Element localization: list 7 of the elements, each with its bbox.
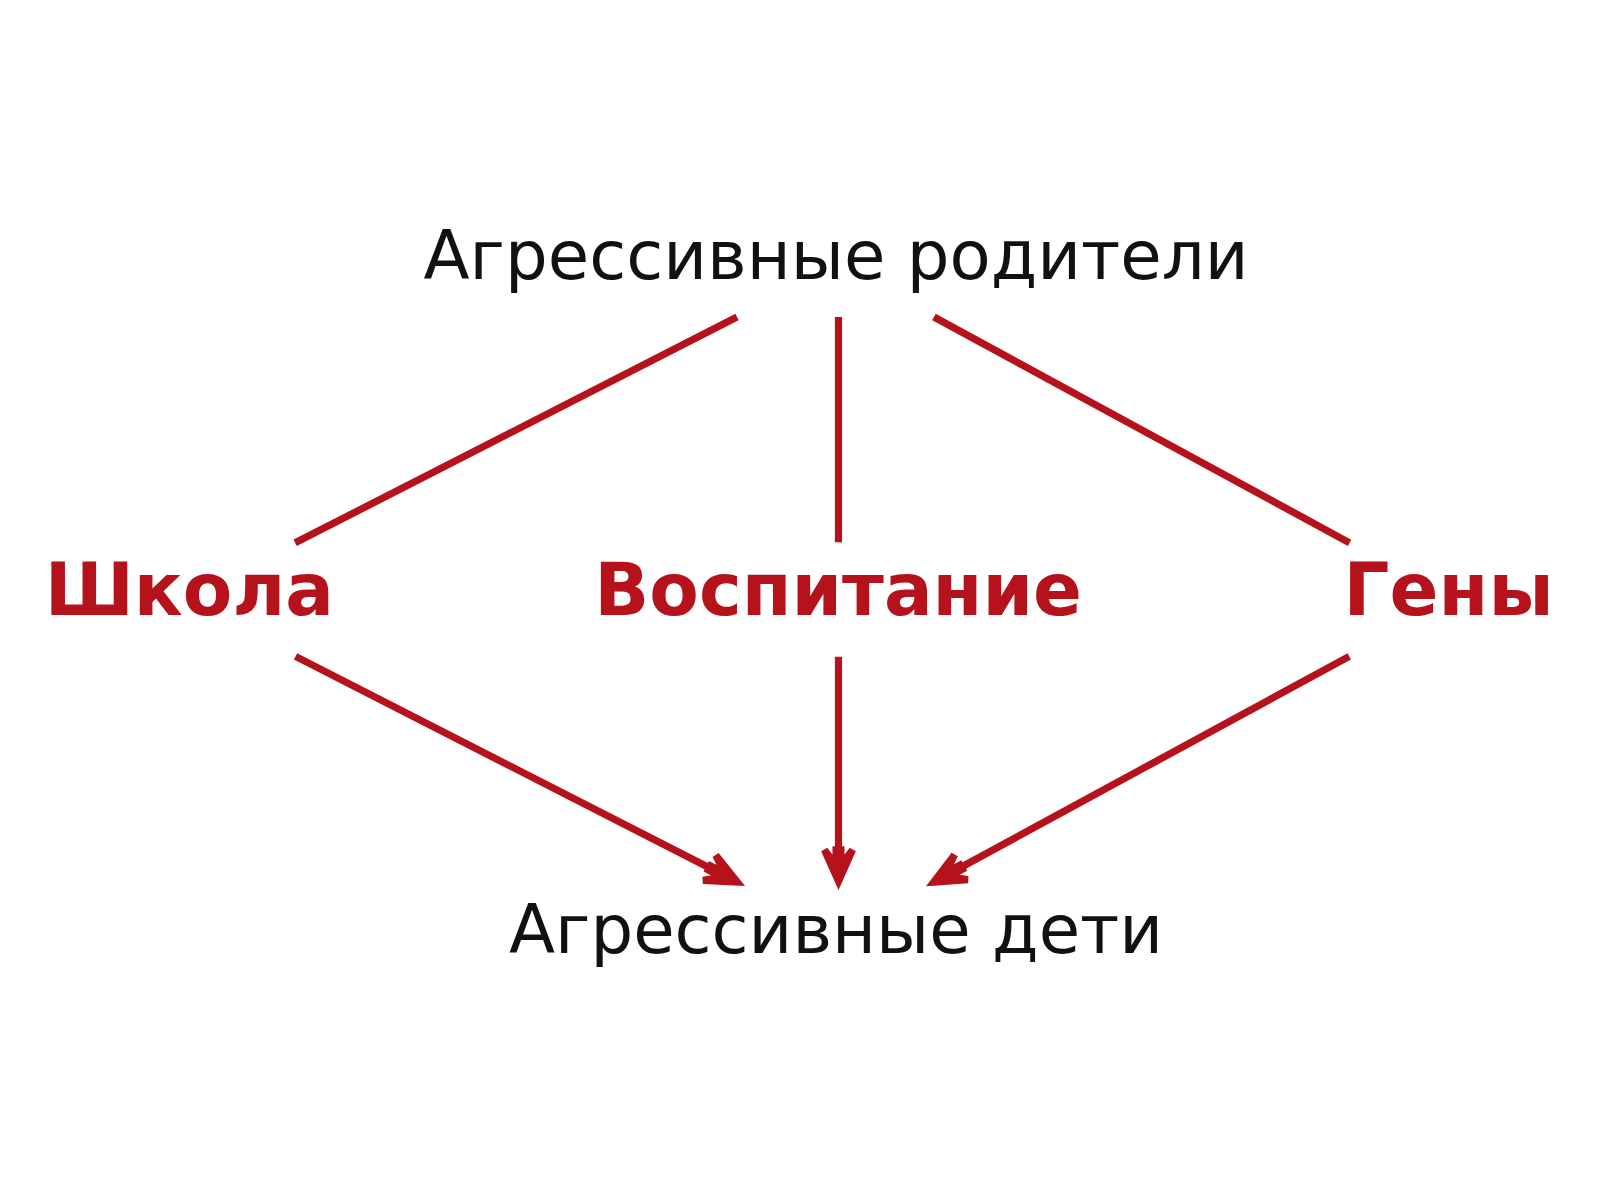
node-text: Агрессивные дети (508, 889, 1164, 969)
node-text: Гены (1343, 548, 1554, 633)
connector (293, 313, 739, 547)
node-text: Агрессивные родители (423, 216, 1249, 296)
node-text: Воспитание (594, 548, 1082, 633)
connector (932, 313, 1352, 546)
node-text: Школа (44, 548, 334, 633)
